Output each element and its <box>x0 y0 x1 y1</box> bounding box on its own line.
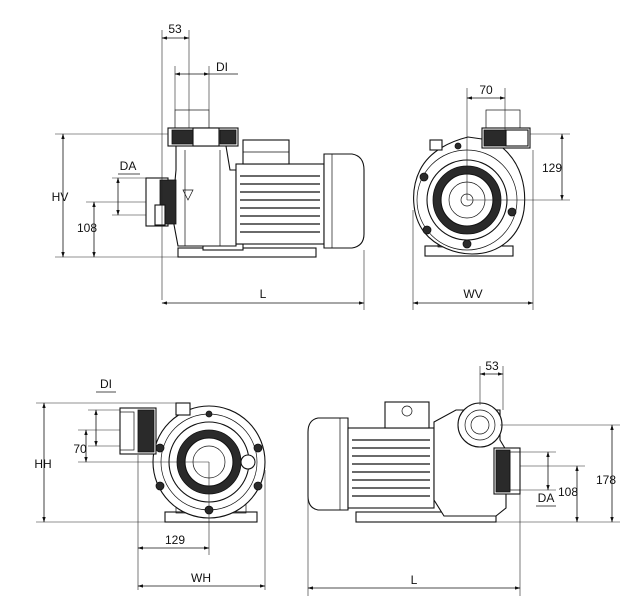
rear-side-view-pump <box>307 401 521 523</box>
dim-108-rear-label: 108 <box>558 485 578 499</box>
dim-129-end-label: 129 <box>165 533 185 547</box>
dim-di-end-label: DI <box>100 377 112 391</box>
dim-da-label: DA <box>120 159 137 173</box>
dim-hv-label: HV <box>52 190 69 204</box>
dim-70-end-label: 70 <box>73 442 87 456</box>
dim-l-rear-label: L <box>411 573 418 587</box>
dim-di-label: DI <box>216 60 228 74</box>
rear-side-view-dimensions: 53 178 108 DA L <box>307 359 620 596</box>
front-view-pump <box>413 109 531 257</box>
dim-l-label: L <box>260 287 267 301</box>
side-view-pump <box>145 109 365 258</box>
front-view-dimensions: 70 129 WV <box>412 83 570 310</box>
dim-70-label: 70 <box>479 83 493 97</box>
end-view-dimensions: DI 70 HH 129 WH <box>34 377 266 590</box>
end-view-pump <box>119 402 266 523</box>
dim-129-label: 129 <box>542 161 562 175</box>
dim-53-label: 53 <box>168 22 182 36</box>
dim-178-label: 178 <box>596 473 616 487</box>
dim-wh-label: WH <box>191 571 211 585</box>
dim-wv-label: WV <box>463 287 482 301</box>
dim-hh-label: HH <box>34 457 51 471</box>
side-view-dimensions: 53 DI DA HV 108 L <box>52 22 365 310</box>
dim-da-rear-label: DA <box>538 491 555 505</box>
dim-108-label: 108 <box>77 221 97 235</box>
dim-53-rear-label: 53 <box>485 359 499 373</box>
